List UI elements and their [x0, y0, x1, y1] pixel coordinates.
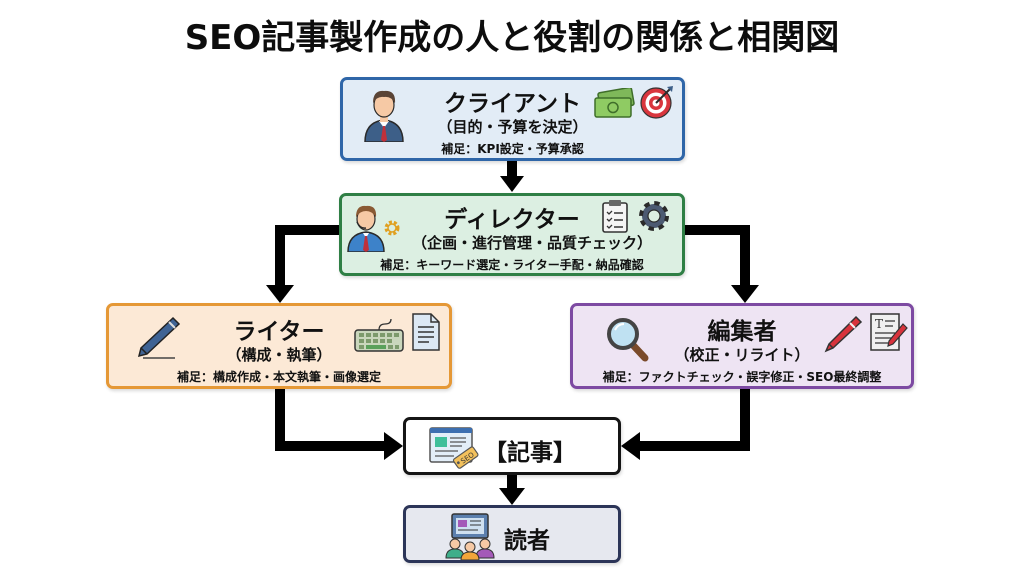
magnifier-icon: [607, 318, 649, 362]
arrowhead: [499, 488, 525, 505]
node-role: （校正・リライト）: [674, 346, 810, 364]
arrow-editor-to-article: [636, 389, 750, 451]
pen-icon: [137, 316, 181, 359]
node-name: 編集者: [707, 319, 777, 345]
arrow-writer-to-article: [275, 389, 388, 451]
node-note: 補足：キーワード選定・ライター手配・納品確認: [380, 258, 644, 272]
red-pen-icon: [824, 315, 863, 353]
edit-document-icon: T: [870, 313, 908, 351]
headset-person-icon: [347, 205, 385, 252]
node-article[interactable]: SEO 【記事】: [403, 417, 621, 475]
webpage-seo-tag-icon: SEO: [429, 427, 479, 469]
arrowhead: [384, 432, 403, 460]
arrow-director-to-editor: [685, 225, 750, 288]
gear-icon: [639, 201, 669, 231]
node-writer[interactable]: ライター （構成・執筆） 補足：構成作成・本文執筆・画像選定: [106, 303, 452, 389]
node-name: 読者: [504, 528, 550, 554]
document-icon: [412, 313, 440, 351]
arrowhead: [266, 285, 294, 303]
node-name: クライアント: [443, 91, 582, 117]
node-client[interactable]: クライアント （目的・予算を決定） 補足：KPI設定・予算承認: [340, 77, 685, 161]
target-icon: [640, 86, 673, 119]
audience-screen-icon: [445, 513, 495, 560]
node-note: 補足：KPI設定・予算承認: [441, 142, 584, 156]
node-reader[interactable]: 読者: [403, 505, 621, 563]
svg-text:T: T: [875, 317, 883, 331]
arrow-director-to-writer: [275, 225, 339, 288]
arrowhead: [731, 285, 759, 303]
money-bills-icon: [594, 88, 635, 118]
diagram-title: SEO記事製作成の人と役割の関係と相関図: [184, 18, 840, 58]
node-editor[interactable]: 編集者 （校正・リライト） 補足：ファクトチェック・誤字修正・SEO最終調整 T: [570, 303, 914, 389]
node-name: ディレクター: [444, 207, 580, 233]
small-gear-icon: [384, 220, 400, 236]
node-name: 【記事】: [484, 440, 576, 466]
node-note: 補足：構成作成・本文執筆・画像選定: [176, 370, 381, 384]
arrowhead: [621, 432, 640, 460]
node-role: （構成・執筆）: [226, 346, 332, 364]
arrowhead: [500, 176, 524, 192]
clipboard-checklist-icon: [602, 200, 628, 233]
node-note: 補足：ファクトチェック・誤字修正・SEO最終調整: [602, 370, 882, 384]
keyboard-icon: [354, 318, 404, 352]
node-role: （企画・進行管理・品質チェック）: [411, 234, 652, 252]
node-role: （目的・予算を決定）: [437, 118, 588, 136]
node-name: ライター: [233, 319, 325, 345]
businessman-icon: [364, 90, 404, 142]
node-director[interactable]: ディレクター （企画・進行管理・品質チェック） 補足：キーワード選定・ライター手…: [339, 193, 685, 276]
